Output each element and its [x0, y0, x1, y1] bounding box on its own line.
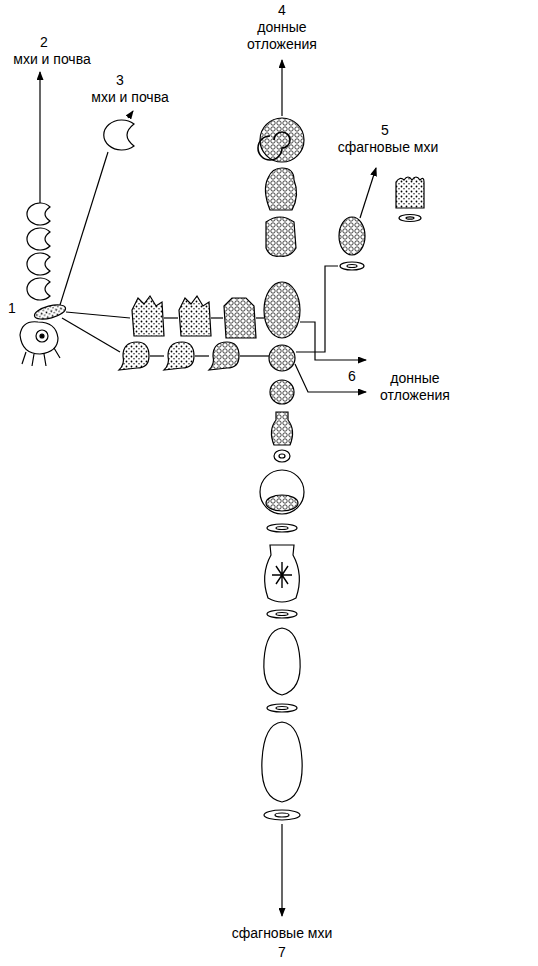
lineage-line: [281, 824, 282, 916]
shell-figure: [179, 296, 211, 336]
shell-figure: [267, 704, 297, 712]
shell-figure: [276, 707, 288, 710]
lineage-line: [281, 60, 282, 116]
shell-figure: [339, 217, 365, 255]
habitat-label: сфагновые мхи: [232, 925, 333, 942]
lineage-line: [128, 111, 133, 118]
shell-figure: [406, 217, 414, 219]
lineage-line: [300, 322, 366, 360]
callout-number: 1: [8, 300, 16, 317]
shell-figure: [27, 278, 50, 300]
shell-figure: [264, 282, 300, 338]
shell-figure: [104, 120, 134, 150]
lineage-line: [211, 317, 223, 318]
shell-figure: [258, 132, 290, 160]
shell-figure: [224, 298, 256, 338]
habitat-label: мхи и почва: [91, 89, 168, 106]
shell-figure: [276, 527, 288, 530]
lineage-line: [256, 317, 264, 318]
lineage-line: [195, 355, 209, 356]
lineage-line: [66, 312, 130, 318]
shell-figure: [33, 302, 67, 322]
shell-figure: [264, 810, 300, 820]
shell-figure: [396, 177, 424, 208]
shell-figure: [265, 168, 296, 210]
habitat-label: мхи и почва: [13, 51, 90, 68]
shell-figure: [279, 454, 285, 458]
shell-figure: [267, 524, 297, 532]
shell-figure: [264, 628, 300, 695]
shell-figure: [260, 470, 304, 514]
amoeba-figure: [40, 334, 44, 338]
shell-figure: [276, 613, 288, 616]
shell-figure: [119, 342, 149, 370]
shell-figure: [266, 217, 296, 256]
shell-figure: [265, 545, 300, 602]
shell-figure: [27, 118, 424, 820]
lineage-line: [150, 355, 164, 356]
habitat-label: донные отложения: [237, 19, 327, 53]
shell-figure: [399, 215, 421, 222]
callout-number: 2: [40, 34, 48, 51]
shell-figure: [266, 495, 298, 511]
lineage-line: [62, 318, 120, 352]
shell-figure: [270, 380, 294, 404]
shell-figure: [267, 610, 297, 618]
habitat-label: донные отложения: [370, 370, 460, 404]
shell-figure: [340, 262, 364, 270]
habitat-label: сфагновые мхи: [338, 139, 439, 156]
shell-figure: [27, 228, 50, 250]
shell-figure: [274, 450, 290, 462]
callout-number: 3: [116, 72, 124, 89]
callout-number: 4: [278, 2, 286, 19]
shell-figure: [347, 265, 357, 268]
shell-figure: [27, 203, 50, 225]
shell-figure: [269, 345, 295, 371]
shell-figure: [132, 296, 164, 336]
amoeba-figure: [22, 348, 60, 366]
callout-number: 7: [278, 944, 286, 961]
lineage-line: [60, 152, 108, 305]
lineage-line: [240, 355, 269, 356]
amoeba-figure: [20, 322, 60, 366]
lineage-line: [40, 60, 376, 916]
amoeba-figure: [20, 322, 58, 354]
lineage-line: [164, 317, 178, 318]
shell-figure: [209, 342, 239, 370]
shell-figure: [260, 118, 304, 162]
lineage-line: [296, 266, 338, 352]
callout-number: 6: [348, 368, 356, 385]
shell-figure: [164, 342, 194, 370]
lineage-line: [360, 168, 376, 218]
shell-figure: [275, 813, 289, 817]
lineage-line: [39, 72, 40, 203]
shell-figure: [271, 412, 292, 445]
shell-figure: [262, 722, 302, 802]
shell-figure: [272, 562, 292, 588]
callout-number: 5: [381, 122, 389, 139]
amoeba-figure: [36, 330, 48, 342]
shell-figure: [27, 253, 50, 275]
lineage-line: [295, 364, 366, 392]
